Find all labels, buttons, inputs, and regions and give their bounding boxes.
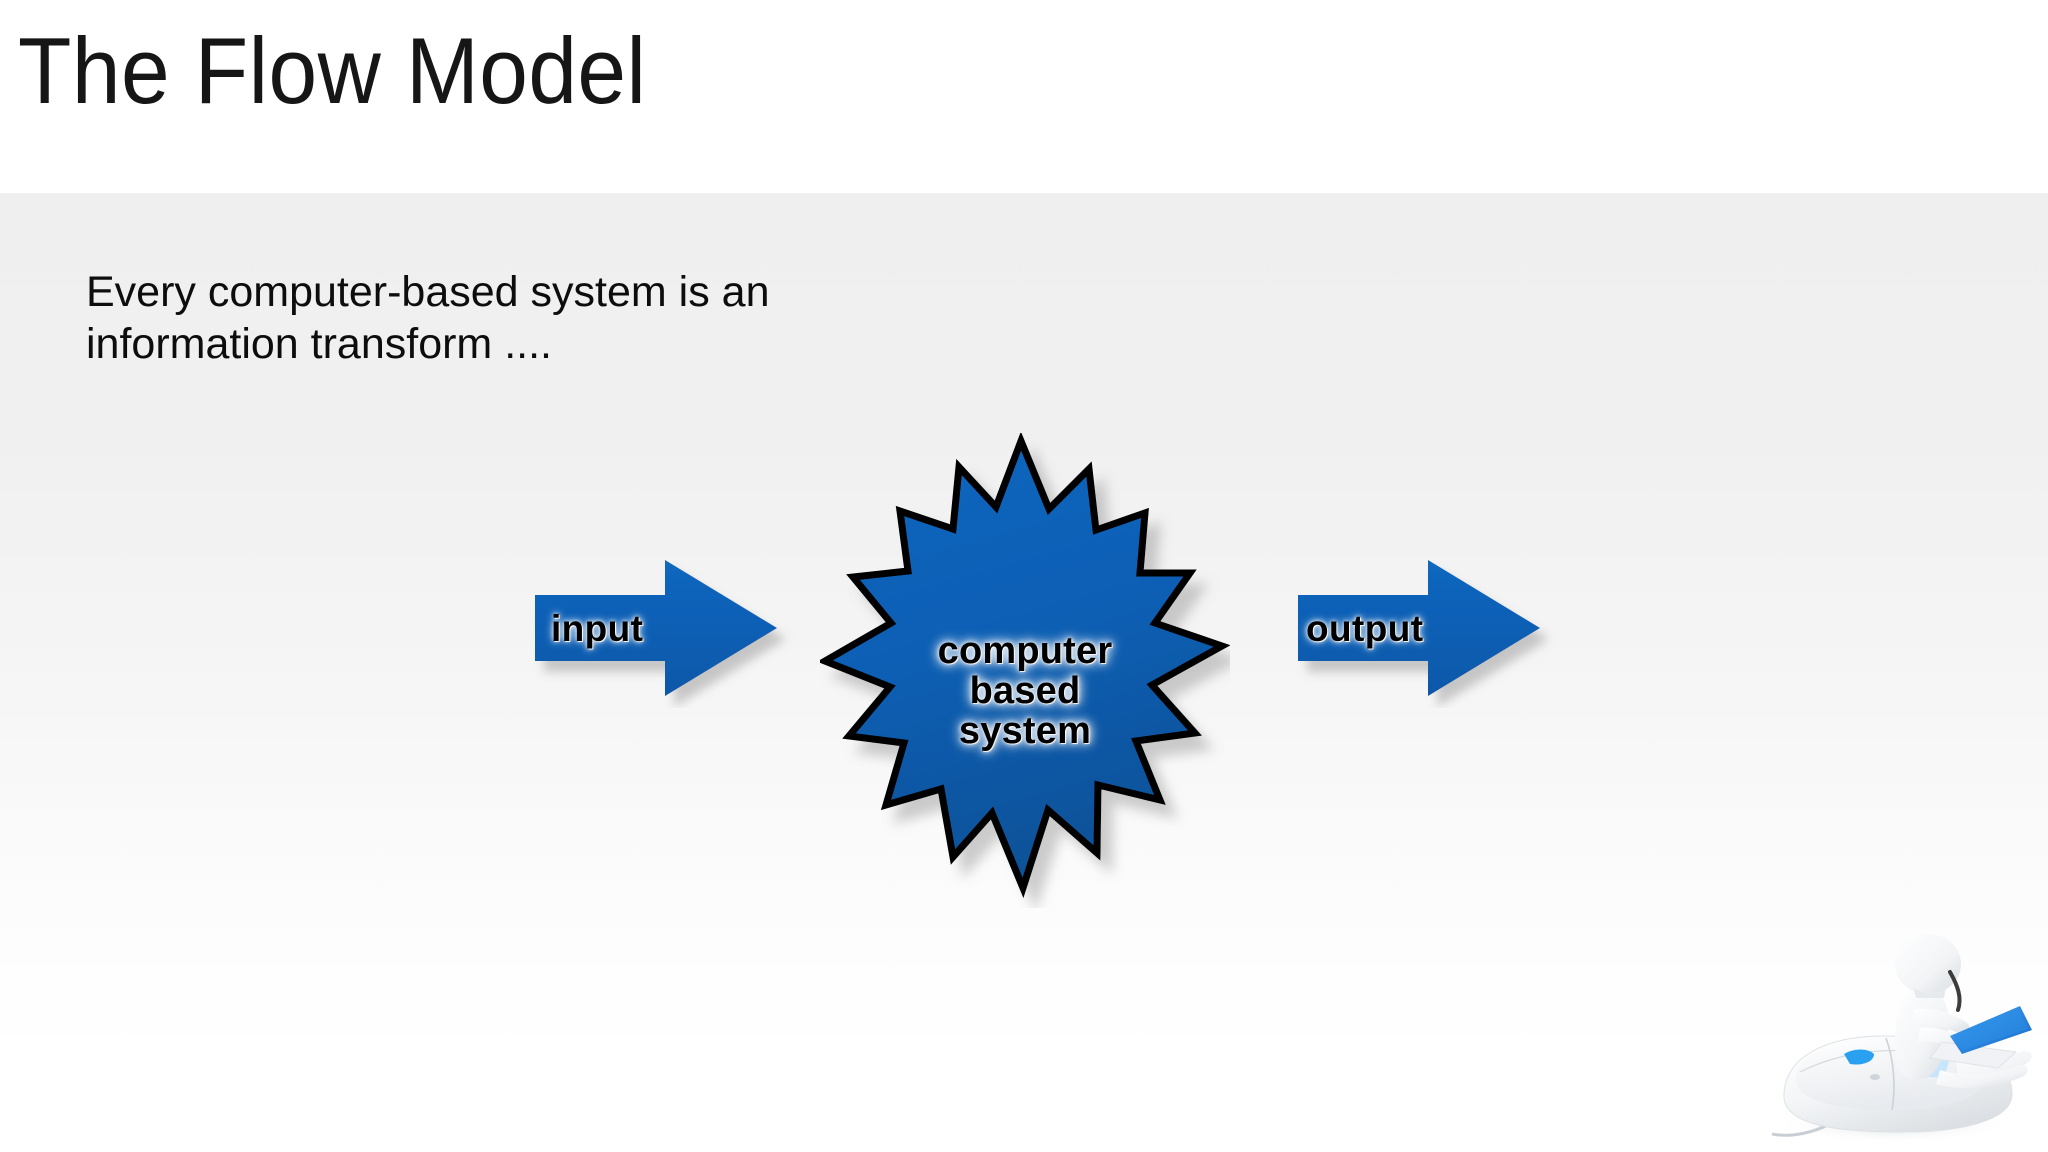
input-arrow-label: input: [551, 608, 644, 649]
input-arrow-icon: [535, 560, 777, 696]
starburst-label-line-1: computer: [937, 630, 1113, 672]
starburst-label-line-2: based: [969, 670, 1081, 712]
body-paragraph-line-2: information transform ....: [86, 320, 552, 368]
person-on-mouse-icon: [1771, 934, 2032, 1144]
slide-content-band: Every computer-based system is an inform…: [0, 193, 2048, 1152]
flow-model-diagram: input: [0, 193, 2048, 1152]
page-title: The Flow Model: [18, 18, 647, 123]
computer-based-system-starburst[interactable]: computer based system: [820, 433, 1230, 908]
slide-header-band: The Flow Model: [0, 0, 2048, 193]
starburst-icon: [820, 433, 1230, 899]
output-arrow-label: output: [1306, 608, 1424, 649]
output-arrow[interactable]: output: [1288, 548, 1558, 708]
body-paragraph-line-1: Every computer-based system is an: [86, 268, 770, 316]
body-paragraph: Every computer-based system is an inform…: [86, 266, 846, 370]
person-on-mouse-with-laptop-illustration: [1744, 902, 2044, 1152]
input-arrow[interactable]: input: [525, 548, 795, 708]
starburst-label: computer based system: [820, 631, 1230, 751]
output-arrow-icon: [1298, 560, 1540, 696]
starburst-label-line-3: system: [958, 710, 1092, 752]
